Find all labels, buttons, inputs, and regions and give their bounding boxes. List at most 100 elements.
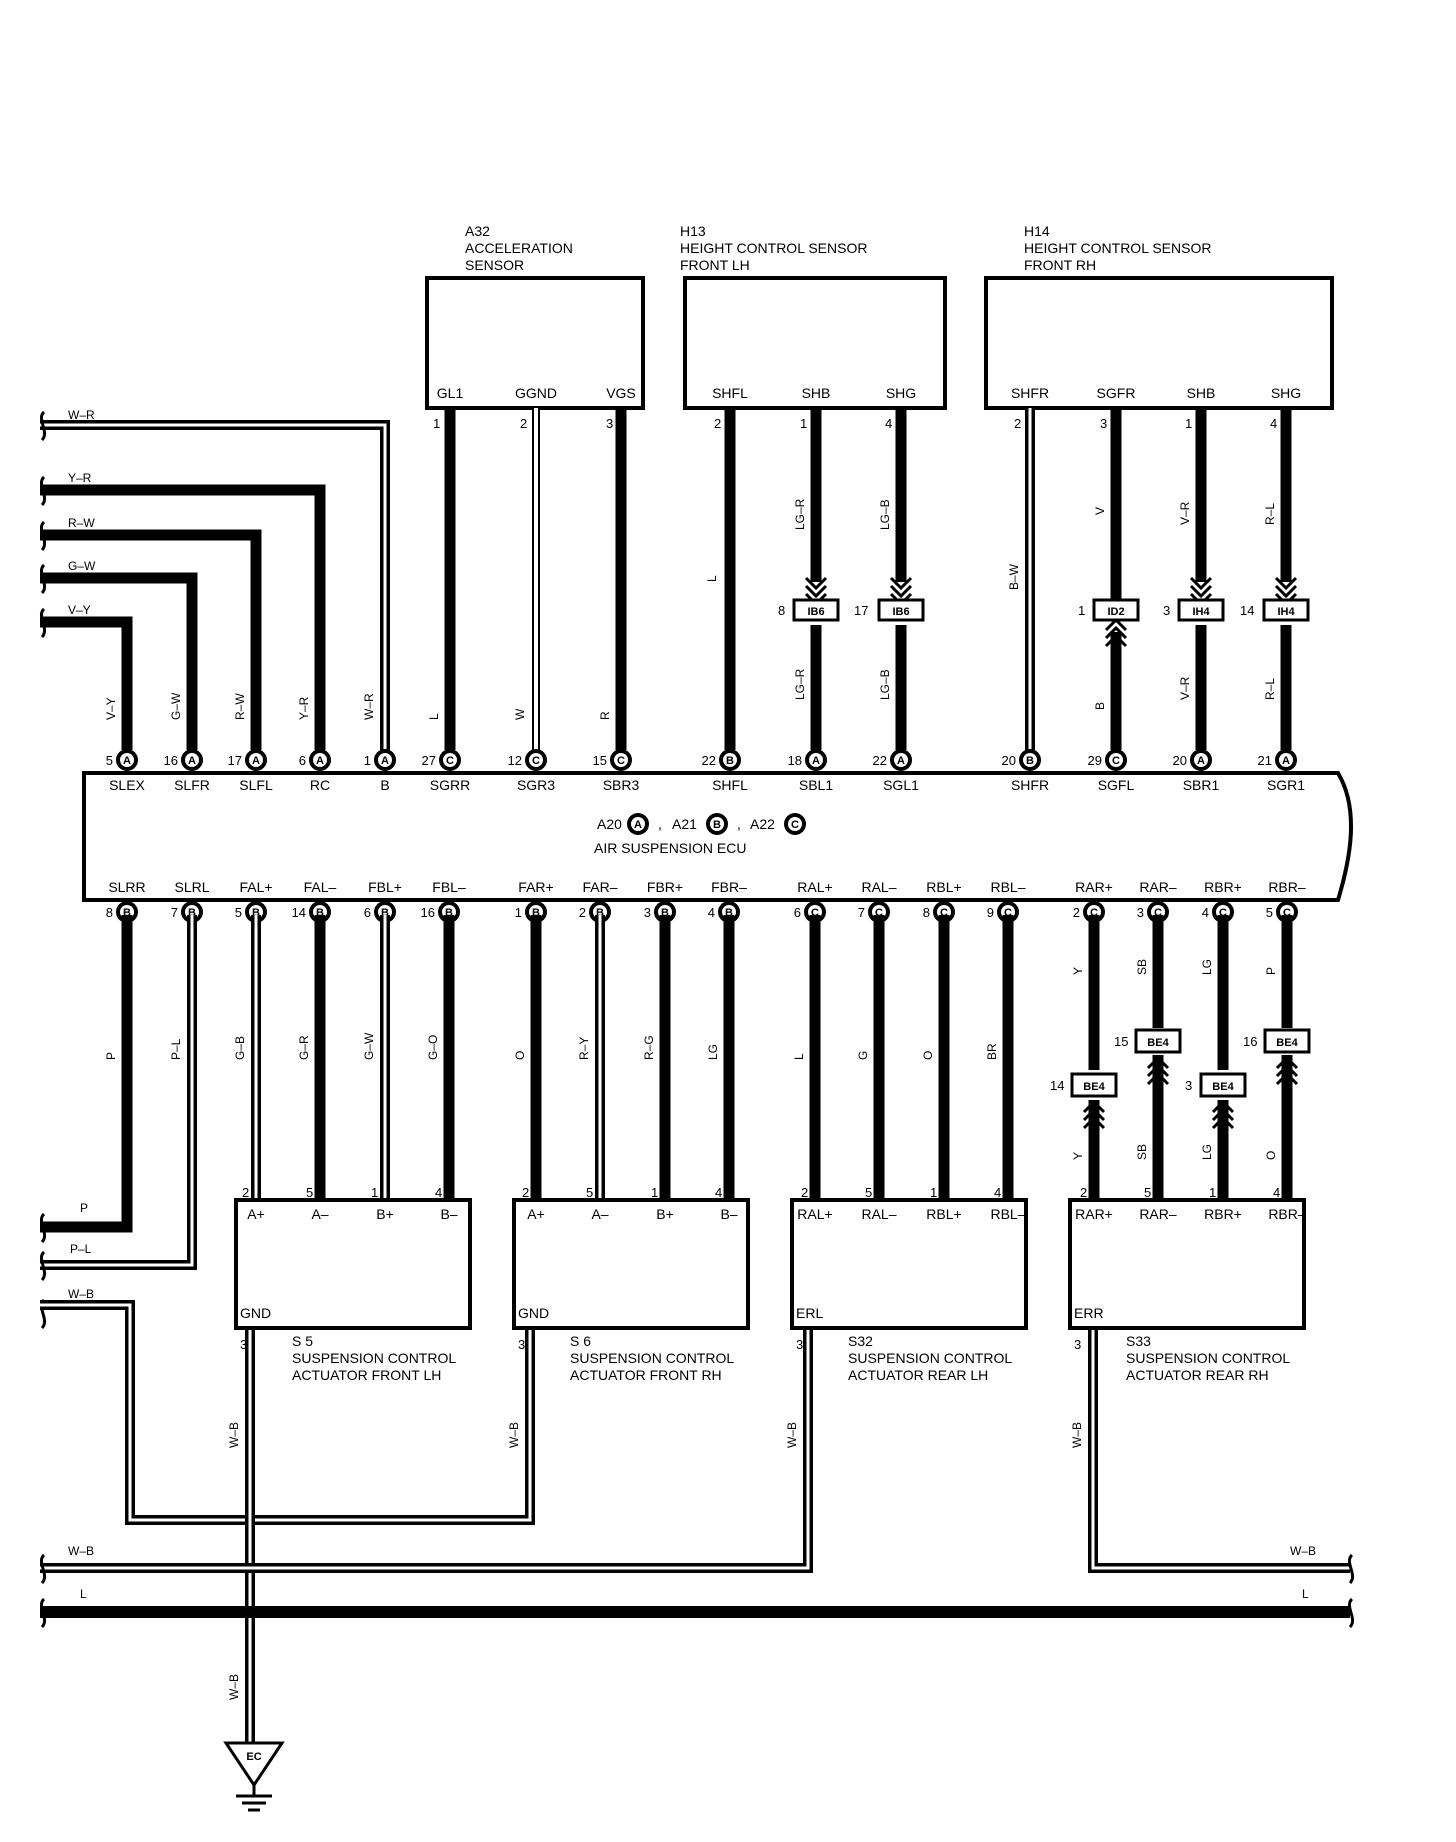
actuator-pin-number: 1 <box>1209 1185 1216 1200</box>
lower-feed-label: W–B <box>68 1287 94 1301</box>
ecu-top-pin-name: SBL1 <box>799 777 833 793</box>
pin-connector-inner <box>185 753 199 767</box>
ecu-top-wire-label: B <box>1093 702 1107 710</box>
ecu-top-pin-name: SGRR <box>430 777 470 793</box>
junction-pin: 14 <box>1240 603 1254 618</box>
ecu-top-pin-name: SGL1 <box>883 777 919 793</box>
actuator-pin-name: A– <box>591 1206 608 1222</box>
bus-breaks <box>39 1553 1355 1629</box>
pin-connector-inner <box>894 753 908 767</box>
pin-connector-letter: C <box>446 755 454 767</box>
feed-g-w <box>40 572 198 750</box>
junction-code: IB6 <box>807 606 824 618</box>
actuator-pin-name: RBR– <box>1268 1206 1306 1222</box>
a32-ref: A32 <box>465 223 490 239</box>
junction-pin: 8 <box>778 603 785 618</box>
left-feed-breaks <box>39 410 47 639</box>
ecu-top-pins: A5SLEXA16SLFRA17SLFLA6RCA1BC27SGRRC12SGR… <box>106 749 1305 793</box>
feed-label: V–Y <box>68 603 91 617</box>
bus-label-l-left: L <box>80 1587 87 1601</box>
ecu-bottom-pin-name: RBR– <box>1268 879 1306 895</box>
ecu-conn-b-ref: A21 <box>672 816 697 832</box>
actuator-pin-name: RAR– <box>1139 1206 1177 1222</box>
h14-name-line2: FRONT RH <box>1024 257 1096 273</box>
ecu-bottom-wire-label: R–Y <box>577 1037 591 1060</box>
ecu-title: A20 A , A21 B , A22 C AIR SUSPENSION ECU <box>594 813 806 856</box>
actuator-gnd-name: ERR <box>1074 1305 1104 1321</box>
ecu-bottom-pin-name: FBR– <box>711 879 747 895</box>
actuator-gnd-name: GND <box>240 1305 271 1321</box>
lower-feed-label: P <box>80 1201 88 1215</box>
ecu-bottom-pin-name: SLRR <box>108 879 145 895</box>
ecu-bottom-pin-name: FBR+ <box>647 879 683 895</box>
h13-pin-num: 1 <box>800 416 807 431</box>
actuator-pin-name: B+ <box>656 1206 674 1222</box>
h14-label: H14 HEIGHT CONTROL SENSOR FRONT RH <box>1024 223 1211 273</box>
ecu-bottom-wire-label: R–G <box>642 1035 656 1060</box>
pin-number: 5 <box>235 905 242 920</box>
actuator-pin-name: RBR+ <box>1204 1206 1242 1222</box>
actuator-pin-name: RBL+ <box>926 1206 961 1222</box>
pin-connector-inner <box>120 753 134 767</box>
ecu-conn-b-letter: B <box>713 819 721 831</box>
pin-connector-letter: A <box>897 755 905 767</box>
actuator-name-line1: SUSPENSION CONTROL <box>1126 1350 1290 1366</box>
pin-number: 22 <box>702 753 716 768</box>
h14-name-line1: HEIGHT CONTROL SENSOR <box>1024 240 1211 256</box>
h13-pin-num: 4 <box>885 416 892 431</box>
actuator-pin-name: B– <box>720 1206 737 1222</box>
pin-connector-letter: A <box>812 755 820 767</box>
pin-number: 9 <box>987 905 994 920</box>
pin-number: 3 <box>1137 905 1144 920</box>
h14-pin-shg: SHG <box>1271 385 1301 401</box>
rear-chevrons <box>1082 1055 1299 1130</box>
ecu-top-wire-label: Y–R <box>297 696 311 720</box>
ecu-conn-c-ref: A22 <box>750 816 775 832</box>
feed-label: G–W <box>68 559 96 573</box>
left-feed-wires <box>40 420 390 750</box>
ecu-top-pin-name: SHFR <box>1011 777 1049 793</box>
wire-label: LG <box>1200 1144 1214 1160</box>
pin-number: 20 <box>1002 753 1016 768</box>
pin-connector-inner <box>723 753 737 767</box>
pin-connector-inner <box>1109 753 1123 767</box>
junction-pin: 3 <box>1163 603 1170 618</box>
pin-number: 14 <box>292 905 306 920</box>
ecu-top-pin-name: SHFL <box>712 777 748 793</box>
actuator-pin-number: 2 <box>1080 1185 1087 1200</box>
actuator-pin-number: 5 <box>865 1185 872 1200</box>
pin-number: 16 <box>164 753 178 768</box>
junction-pin: 14 <box>1050 1078 1064 1093</box>
wire-slrl <box>40 915 197 1270</box>
actuator-name-line2: ACTUATOR FRONT LH <box>292 1367 441 1383</box>
ecu-conn-a-ref: A20 <box>597 816 622 832</box>
junction-code: ID2 <box>1107 606 1124 618</box>
ecu-conn-c-letter: C <box>791 819 799 831</box>
pin-connector-inner <box>614 753 628 767</box>
h13-name-line1: HEIGHT CONTROL SENSOR <box>680 240 867 256</box>
ecu-body <box>82 771 1354 902</box>
ecu-bottom-wire-label: Y <box>1071 967 1085 975</box>
lower-feed-label: P–L <box>70 1242 92 1256</box>
actuator-pin-number: 2 <box>522 1185 529 1200</box>
pin-connector-letter: B <box>381 907 389 919</box>
pin-connector-inner <box>313 753 327 767</box>
junction-ib6-17: IB6 17 <box>854 598 925 622</box>
ecu-bottom-pin-name: RAR+ <box>1075 879 1113 895</box>
pin-connector-letter: B <box>316 907 324 919</box>
actuator-gnd-name: ERL <box>796 1305 823 1321</box>
junction-code: BE4 <box>1083 1081 1105 1093</box>
feed-v-y <box>40 616 133 750</box>
actuator-pin-number: 5 <box>586 1185 593 1200</box>
ecu-top-wire-label: R–W <box>233 693 247 720</box>
junction-be4-14: BE4 14 <box>1050 1072 1118 1098</box>
actuator-box <box>512 1198 750 1330</box>
wire-wb-s32 <box>40 1330 813 1573</box>
pin-number: 1 <box>364 753 371 768</box>
wire-slrr <box>40 915 133 1233</box>
wire-label: V <box>1093 507 1107 515</box>
wire-label: W–B <box>1070 1422 1084 1448</box>
